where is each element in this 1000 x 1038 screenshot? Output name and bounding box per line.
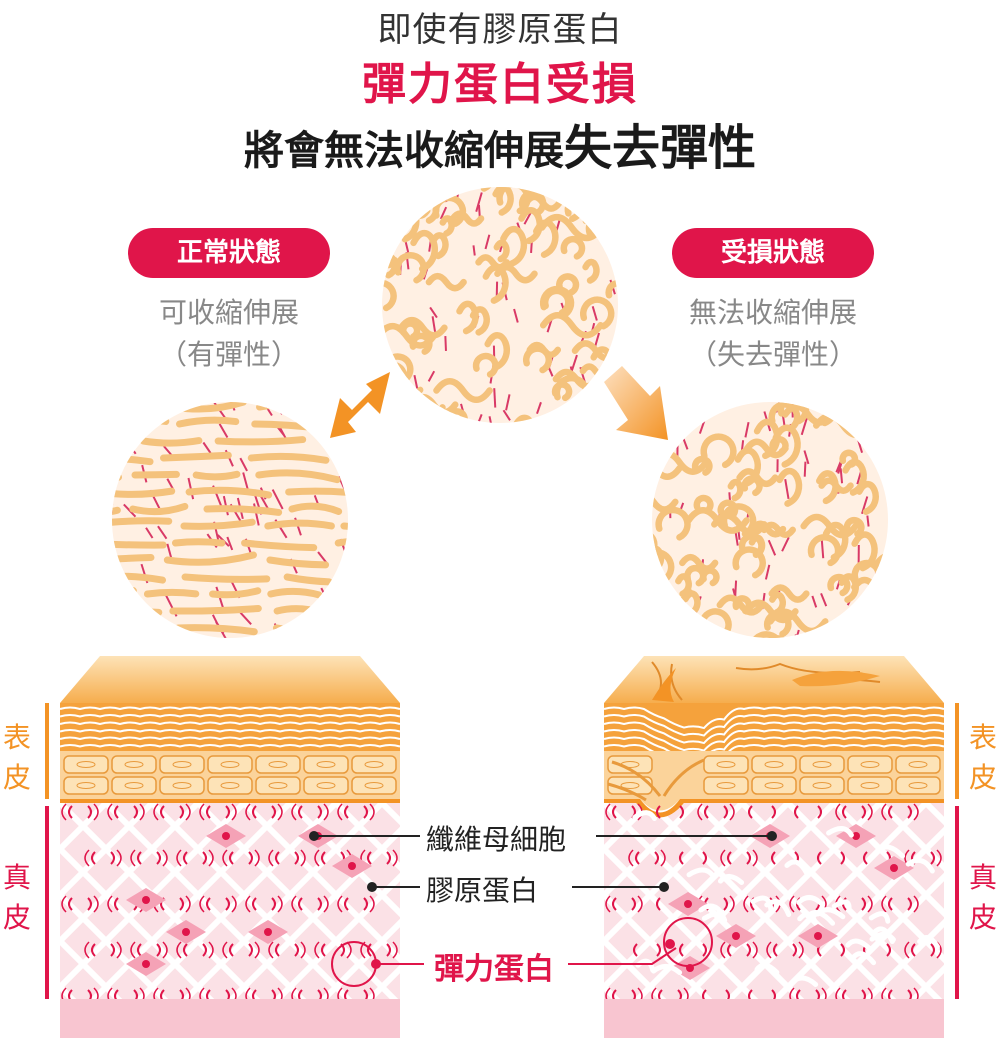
epidermis-bar-left bbox=[45, 703, 49, 799]
damaged-fiber-circle-top bbox=[382, 187, 618, 423]
title-line-3-prefix: 將會無法收縮伸展 bbox=[243, 128, 564, 174]
damaged-skin-block bbox=[603, 656, 945, 1038]
epidermis-bar-right bbox=[955, 703, 959, 799]
collagen-label: 膠原蛋白 bbox=[424, 869, 541, 909]
dermis-label-right: 真皮 bbox=[968, 861, 997, 934]
normal-state-desc: 可收縮伸展 bbox=[158, 296, 299, 329]
damaged-state-badge: 受損狀態 bbox=[672, 228, 874, 278]
title-line-3: 將會無法收縮伸展失去彈性 bbox=[0, 108, 1000, 178]
fibroblast-label: 纖維母細胞 bbox=[424, 818, 569, 858]
dermis-bar-left bbox=[45, 806, 49, 999]
elastin-label: 彈力蛋白 bbox=[430, 944, 558, 988]
double-arrow-icon bbox=[330, 372, 390, 438]
title-line-2: 彈力蛋白受損 bbox=[362, 59, 638, 110]
normal-state-note: （有彈性） bbox=[158, 338, 299, 371]
annotation-leader-lines bbox=[314, 835, 772, 888]
dermis-label-left: 真皮 bbox=[2, 861, 31, 934]
damaged-state-desc: 無法收縮伸展 bbox=[688, 296, 857, 329]
title-line-3-emphasis: 失去彈性 bbox=[563, 120, 756, 176]
normal-state-badge: 正常狀態 bbox=[128, 228, 330, 278]
epidermis-label-left: 表皮 bbox=[2, 721, 31, 794]
title-line-1: 即使有膠原蛋白 bbox=[377, 10, 623, 50]
epidermis-label-right: 表皮 bbox=[968, 721, 997, 794]
normal-skin-block bbox=[59, 656, 401, 1038]
right-down-arrow-icon bbox=[604, 366, 668, 440]
damaged-state-note: （失去彈性） bbox=[688, 338, 857, 371]
dermis-bar-right bbox=[955, 806, 959, 999]
